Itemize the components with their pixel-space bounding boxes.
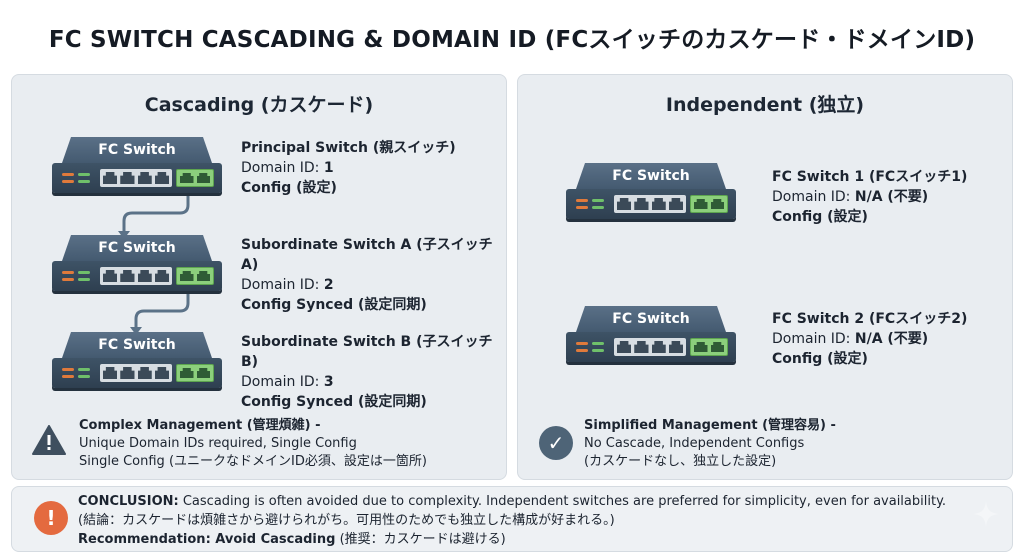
switch-name: Subordinate Switch A (子スイッチA) — [241, 237, 493, 273]
domain-id-prefix: Domain ID: — [241, 374, 324, 390]
switch-name: FC Switch 2 (FCスイッチ2) — [772, 311, 968, 327]
conclusion-jp: (結論：カスケードは煩雑さから避けられがち。可用性のためでも独立した構成が好まれ… — [78, 513, 615, 528]
switch-label: FC Switch — [98, 337, 176, 353]
cable-arrow-b — [130, 327, 142, 335]
fc-switch-2-graphic: FC Switch — [566, 306, 736, 366]
port-group — [100, 364, 172, 382]
domain-id-value: 3 — [323, 374, 334, 390]
independent-title: Independent (独立) — [665, 94, 865, 116]
switch-config: Config (設定) — [772, 209, 868, 225]
subordinate-switch-b-info: Subordinate Switch B (子スイッチB) Domain ID:… — [241, 332, 506, 412]
independent-panel: Independent (独立) FC Switch FC Switch 1 (… — [517, 74, 1013, 480]
conclusion-label: CONCLUSION: — [78, 494, 179, 509]
domain-id-prefix: Domain ID: — [772, 331, 855, 347]
switch-config: Config (設定) — [241, 180, 337, 196]
uplink-port-group — [690, 338, 728, 356]
switch-name: Principal Switch (親スイッチ) — [241, 140, 456, 156]
switch-config: Config Synced (設定同期) — [241, 394, 427, 410]
switch-label: FC Switch — [612, 311, 690, 327]
check-circle-icon: ✓ — [539, 426, 573, 460]
uplink-port-group — [176, 267, 214, 285]
domain-id-prefix: Domain ID: — [772, 189, 855, 205]
cable-principal-to-a — [122, 179, 190, 233]
switch-name: FC Switch 1 (FCスイッチ1) — [772, 169, 968, 185]
subordinate-switch-a-info: Subordinate Switch A (子スイッチA) Domain ID:… — [241, 235, 506, 315]
subordinate-switch-b-graphic: FC Switch — [52, 332, 222, 392]
sparkle-icon — [973, 501, 999, 527]
cascading-title: Cascading (カスケード) — [144, 94, 374, 116]
switch-label: FC Switch — [98, 240, 176, 256]
uplink-port-group — [690, 195, 728, 213]
warning-triangle-icon — [32, 425, 66, 455]
cascading-note: Complex Management (管理煩雑) - Unique Domai… — [79, 417, 427, 471]
conclusion-box: ! CONCLUSION: Cascading is often avoided… — [11, 486, 1013, 552]
note-head: Complex Management (管理煩雑) - — [79, 418, 321, 433]
port-group — [100, 267, 172, 285]
independent-note: Simplified Management (管理容易) - No Cascad… — [584, 417, 836, 471]
cable-a-to-b — [134, 275, 190, 329]
switch-config: Config Synced (設定同期) — [241, 297, 427, 313]
port-group — [614, 195, 686, 213]
fc-switch-1-info: FC Switch 1 (FCスイッチ1) Domain ID: N/A (不要… — [772, 167, 967, 227]
exclamation-circle-icon: ! — [34, 501, 68, 535]
principal-switch-info: Principal Switch (親スイッチ) Domain ID: 1 Co… — [241, 138, 456, 198]
note-line: No Cascade, Independent Configs — [584, 436, 805, 451]
note-line: (カスケードなし、独立した設定) — [584, 454, 777, 469]
note-line: Single Config (ユニークなドメインID必須、設定は一箇所) — [79, 454, 427, 469]
uplink-port-group — [176, 364, 214, 382]
switch-label: FC Switch — [98, 142, 176, 158]
domain-id-value: N/A (不要) — [854, 189, 929, 205]
subordinate-switch-a-graphic: FC Switch — [52, 235, 222, 295]
conclusion-text: CONCLUSION: Cascading is often avoided d… — [78, 492, 946, 549]
domain-id-prefix: Domain ID: — [241, 160, 324, 176]
fc-switch-1-graphic: FC Switch — [566, 163, 736, 223]
conclusion-body: Cascading is often avoided due to comple… — [178, 494, 947, 509]
principal-switch-graphic: FC Switch — [52, 137, 222, 197]
port-group — [614, 338, 686, 356]
uplink-port-group — [176, 169, 214, 187]
page-title: FC SWITCH CASCADING & DOMAIN ID (FCスイッチの… — [48, 27, 976, 53]
fc-switch-2-info: FC Switch 2 (FCスイッチ2) Domain ID: N/A (不要… — [772, 309, 967, 369]
switch-config: Config (設定) — [772, 351, 868, 367]
cascading-panel: Cascading (カスケード) FC Switch Principal Sw… — [11, 74, 507, 480]
note-head: Simplified Management (管理容易) - — [584, 418, 836, 433]
note-line: Unique Domain IDs required, Single Confi… — [79, 436, 357, 451]
switch-name: Subordinate Switch B (子スイッチB) — [241, 334, 493, 370]
recommendation-label: Recommendation: Avoid Cascading — [78, 532, 336, 547]
domain-id-prefix: Domain ID: — [241, 277, 324, 293]
recommendation-jp: (推奨：カスケードは避ける) — [335, 532, 506, 547]
domain-id-value: N/A (不要) — [854, 331, 929, 347]
domain-id-value: 2 — [323, 277, 334, 293]
cascade-cable-connections — [118, 179, 190, 335]
domain-id-value: 1 — [323, 160, 334, 176]
port-group — [100, 169, 172, 187]
switch-label: FC Switch — [612, 168, 690, 184]
